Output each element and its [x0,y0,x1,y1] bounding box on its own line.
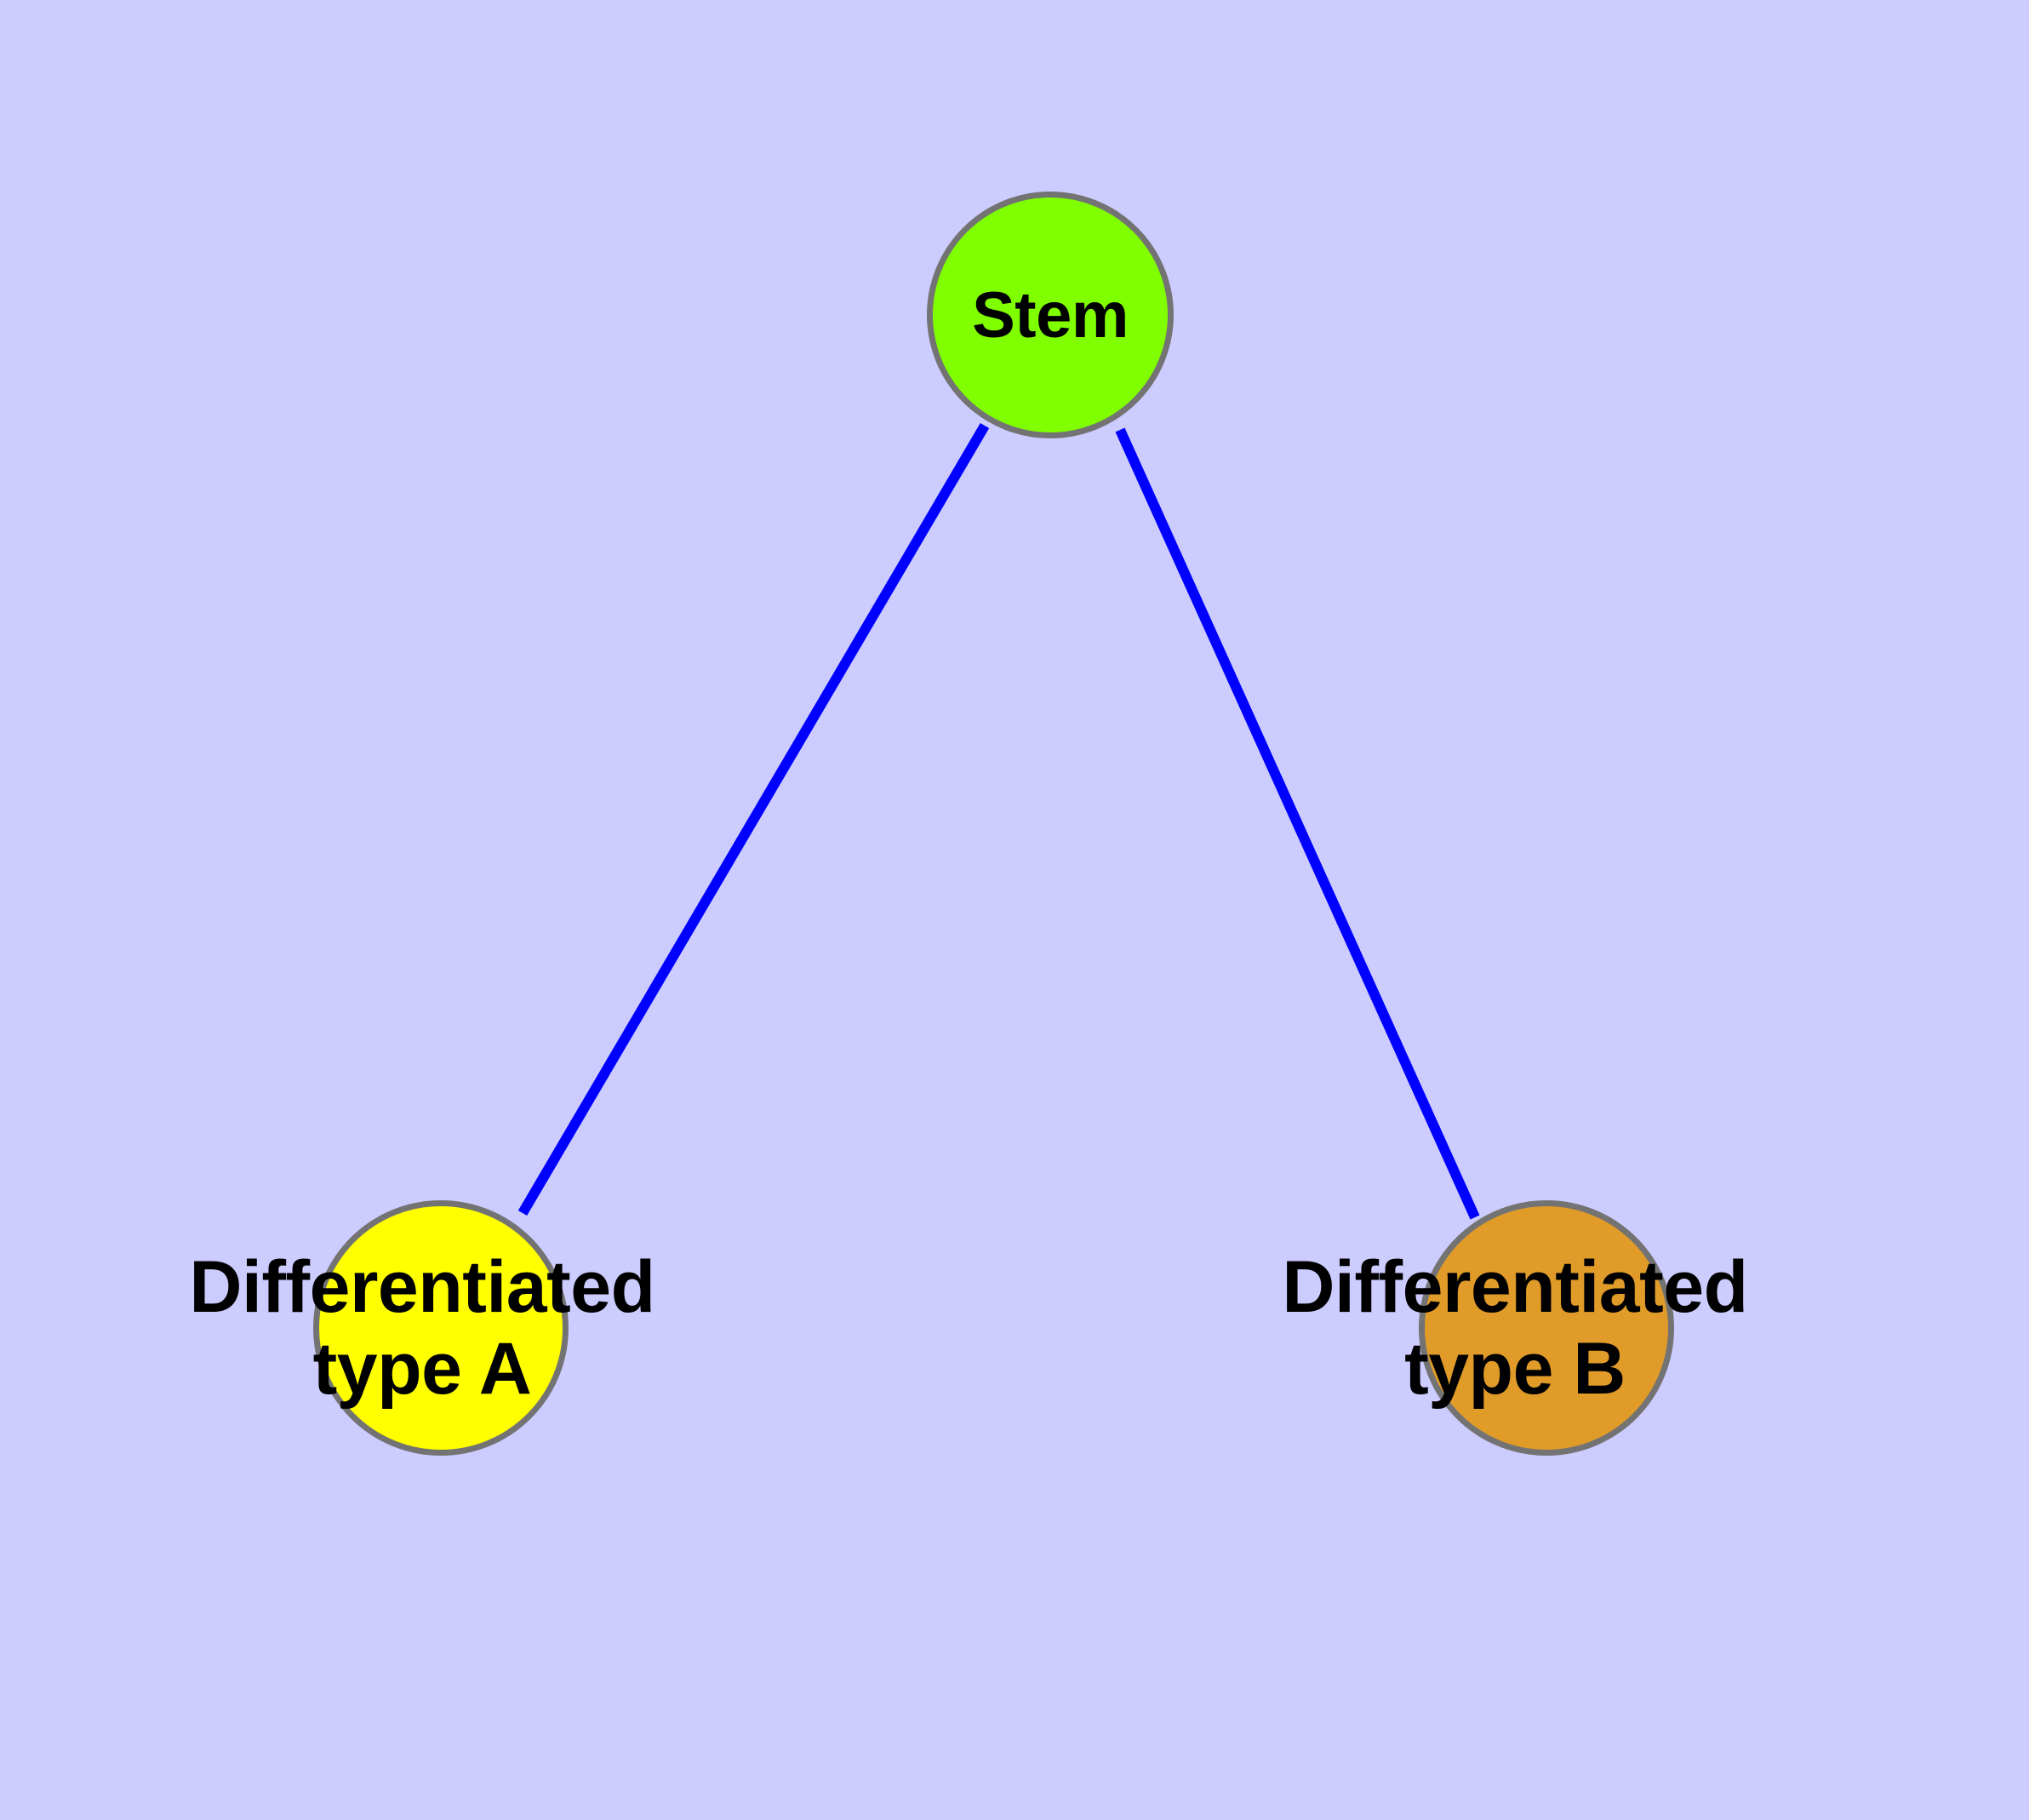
node-differentiated-type-a[interactable] [313,1200,569,1456]
edge-stem-to-type-b [1115,427,1480,1220]
edge-stem-to-type-a [517,422,990,1216]
node-differentiated-type-b[interactable] [1419,1200,1674,1456]
node-stem[interactable] [927,192,1174,438]
